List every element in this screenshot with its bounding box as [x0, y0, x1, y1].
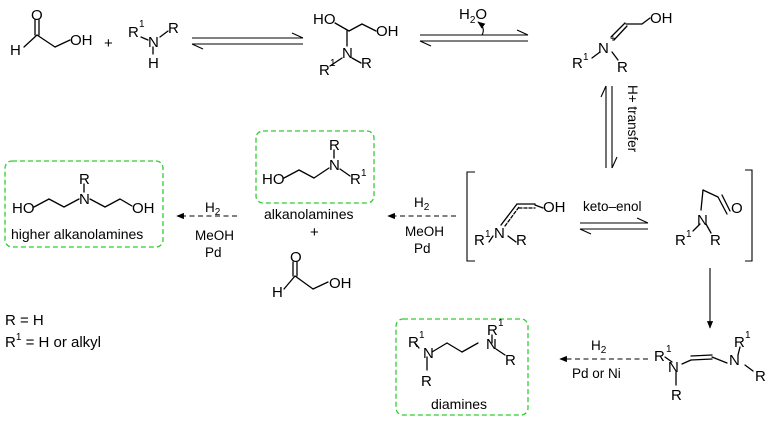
pd-or-ni-label: Pd or Ni [572, 366, 621, 381]
atom-r: R [516, 232, 527, 249]
equilibrium-arrow [191, 32, 304, 50]
atom-r: R [675, 232, 686, 249]
glycolaldehyde-structure-lower: O H OH [272, 249, 352, 301]
pd-label: Pd [205, 245, 222, 260]
atom-r: R [168, 20, 179, 37]
superscript-1: 1 [583, 52, 589, 63]
proton-transfer-arrow: H+ transfer [600, 85, 640, 169]
higher-alkanolamines-highlight-box [4, 160, 164, 248]
alkanolamine-structure: HO N R R 1 [262, 137, 367, 188]
atom-n: N [729, 352, 740, 369]
atom-r: R [654, 348, 665, 365]
atom-o: O [31, 7, 43, 24]
plus-sign: + [104, 35, 113, 52]
h2-label: H2 [591, 338, 607, 356]
atom-r: R [128, 24, 139, 41]
atom-oh: OH [543, 199, 566, 216]
legend-r-definition: R = H [5, 312, 44, 329]
atom-oh: OH [70, 32, 93, 49]
superscript-1: 1 [686, 229, 692, 240]
superscript-1: 1 [485, 229, 491, 240]
diamine-hydrogenation-arrow: H2 Pd or Ni [559, 338, 648, 381]
higher-alkanolamines-caption: higher alkanolamines [11, 226, 143, 242]
atom-r: R [671, 387, 682, 404]
meoh-label: MeOH [405, 224, 444, 239]
enol-structure: OH N R 1 R [474, 199, 566, 249]
atom-n: N [494, 225, 505, 242]
diamines-caption: diamines [431, 396, 487, 412]
atom-oh: OH [376, 23, 399, 40]
superscript-1: 1 [498, 318, 504, 329]
hemiaminal-structure: HO OH N R 1 R [313, 11, 399, 79]
iminium-structure: OH N + R 1 R [572, 10, 673, 76]
atom-r: R [474, 232, 485, 249]
diamine-structure: N R 1 R N R 1 R [408, 318, 516, 390]
superscript-1: 1 [745, 330, 751, 341]
atom-r: R [710, 232, 721, 249]
aldehyde-structure: O N R 1 R [675, 189, 743, 249]
atom-n: N [423, 345, 434, 362]
superscript-1: 1 [361, 168, 367, 179]
tautomer-bracket [466, 169, 753, 262]
keto-enol-arrow: keto–enol [579, 199, 649, 235]
atom-r: R [329, 137, 340, 154]
superscript-1: 1 [139, 19, 145, 30]
atom-ho: HO [313, 11, 336, 28]
atom-oh: OH [329, 275, 352, 292]
dehydration-arrow: H2O [419, 6, 529, 47]
alkanolamines-highlight-box [255, 130, 375, 204]
atom-n: N [79, 191, 90, 208]
atom-n: N [329, 157, 340, 174]
plus-sign: + [310, 224, 319, 241]
atom-o: O [290, 249, 302, 266]
atom-n: N [486, 336, 497, 353]
atom-ho: HO [262, 171, 285, 188]
atom-o: O [731, 200, 743, 217]
atom-r: R [487, 322, 498, 339]
superscript-1: 1 [330, 58, 336, 69]
atom-n: N [697, 212, 708, 229]
atom-h: H [148, 55, 159, 72]
h-plus-transfer-label: H+ transfer [625, 85, 640, 153]
atom-r: R [421, 373, 432, 390]
atom-h: H [10, 42, 21, 59]
amine-structure: R 1 N R H [128, 19, 179, 72]
diamines-highlight-box [395, 318, 529, 416]
atom-r: R [350, 171, 361, 188]
atom-oh: OH [132, 200, 155, 217]
atom-r: R [572, 55, 583, 72]
atom-n: N [148, 34, 159, 51]
meoh-label: MeOH [195, 228, 234, 243]
atom-n: N [342, 45, 353, 62]
pd-label: Pd [414, 241, 431, 256]
atom-r: R [408, 334, 419, 351]
atom-r: R [361, 55, 372, 72]
legend-r1-definition: R1 = H or alkyl [5, 332, 101, 351]
atom-r: R [505, 352, 516, 369]
atom-r: R [319, 62, 330, 79]
superscript-1: 1 [666, 344, 672, 355]
atom-ho: HO [12, 200, 35, 217]
higher-alkanolamine-hydrogenation-arrow: H2 MeOH Pd [176, 200, 237, 260]
alkanolamine-hydrogenation-arrow: H2 MeOH Pd [387, 195, 456, 256]
water-label: H2O [459, 6, 487, 26]
alkanolamines-caption: alkanolamines [264, 206, 354, 222]
keto-enol-label: keto–enol [583, 199, 642, 214]
higher-alkanolamine-structure: HO N R OH [12, 171, 155, 217]
h2-label: H2 [205, 200, 221, 218]
atom-r: R [79, 171, 90, 188]
atom-r: R [734, 334, 745, 351]
atom-oh: OH [650, 10, 673, 27]
enediamine-structure: N R 1 R N R 1 R [654, 330, 766, 404]
atom-r: R [755, 368, 766, 385]
superscript-1: 1 [419, 330, 425, 341]
glycolaldehyde-structure: O H OH [10, 7, 93, 59]
atom-h: H [272, 284, 283, 301]
atom-n: N [668, 359, 679, 376]
positive-charge: + [610, 34, 616, 45]
h2-label: H2 [414, 195, 430, 213]
atom-r: R [617, 59, 628, 76]
atom-n: N [598, 40, 609, 57]
